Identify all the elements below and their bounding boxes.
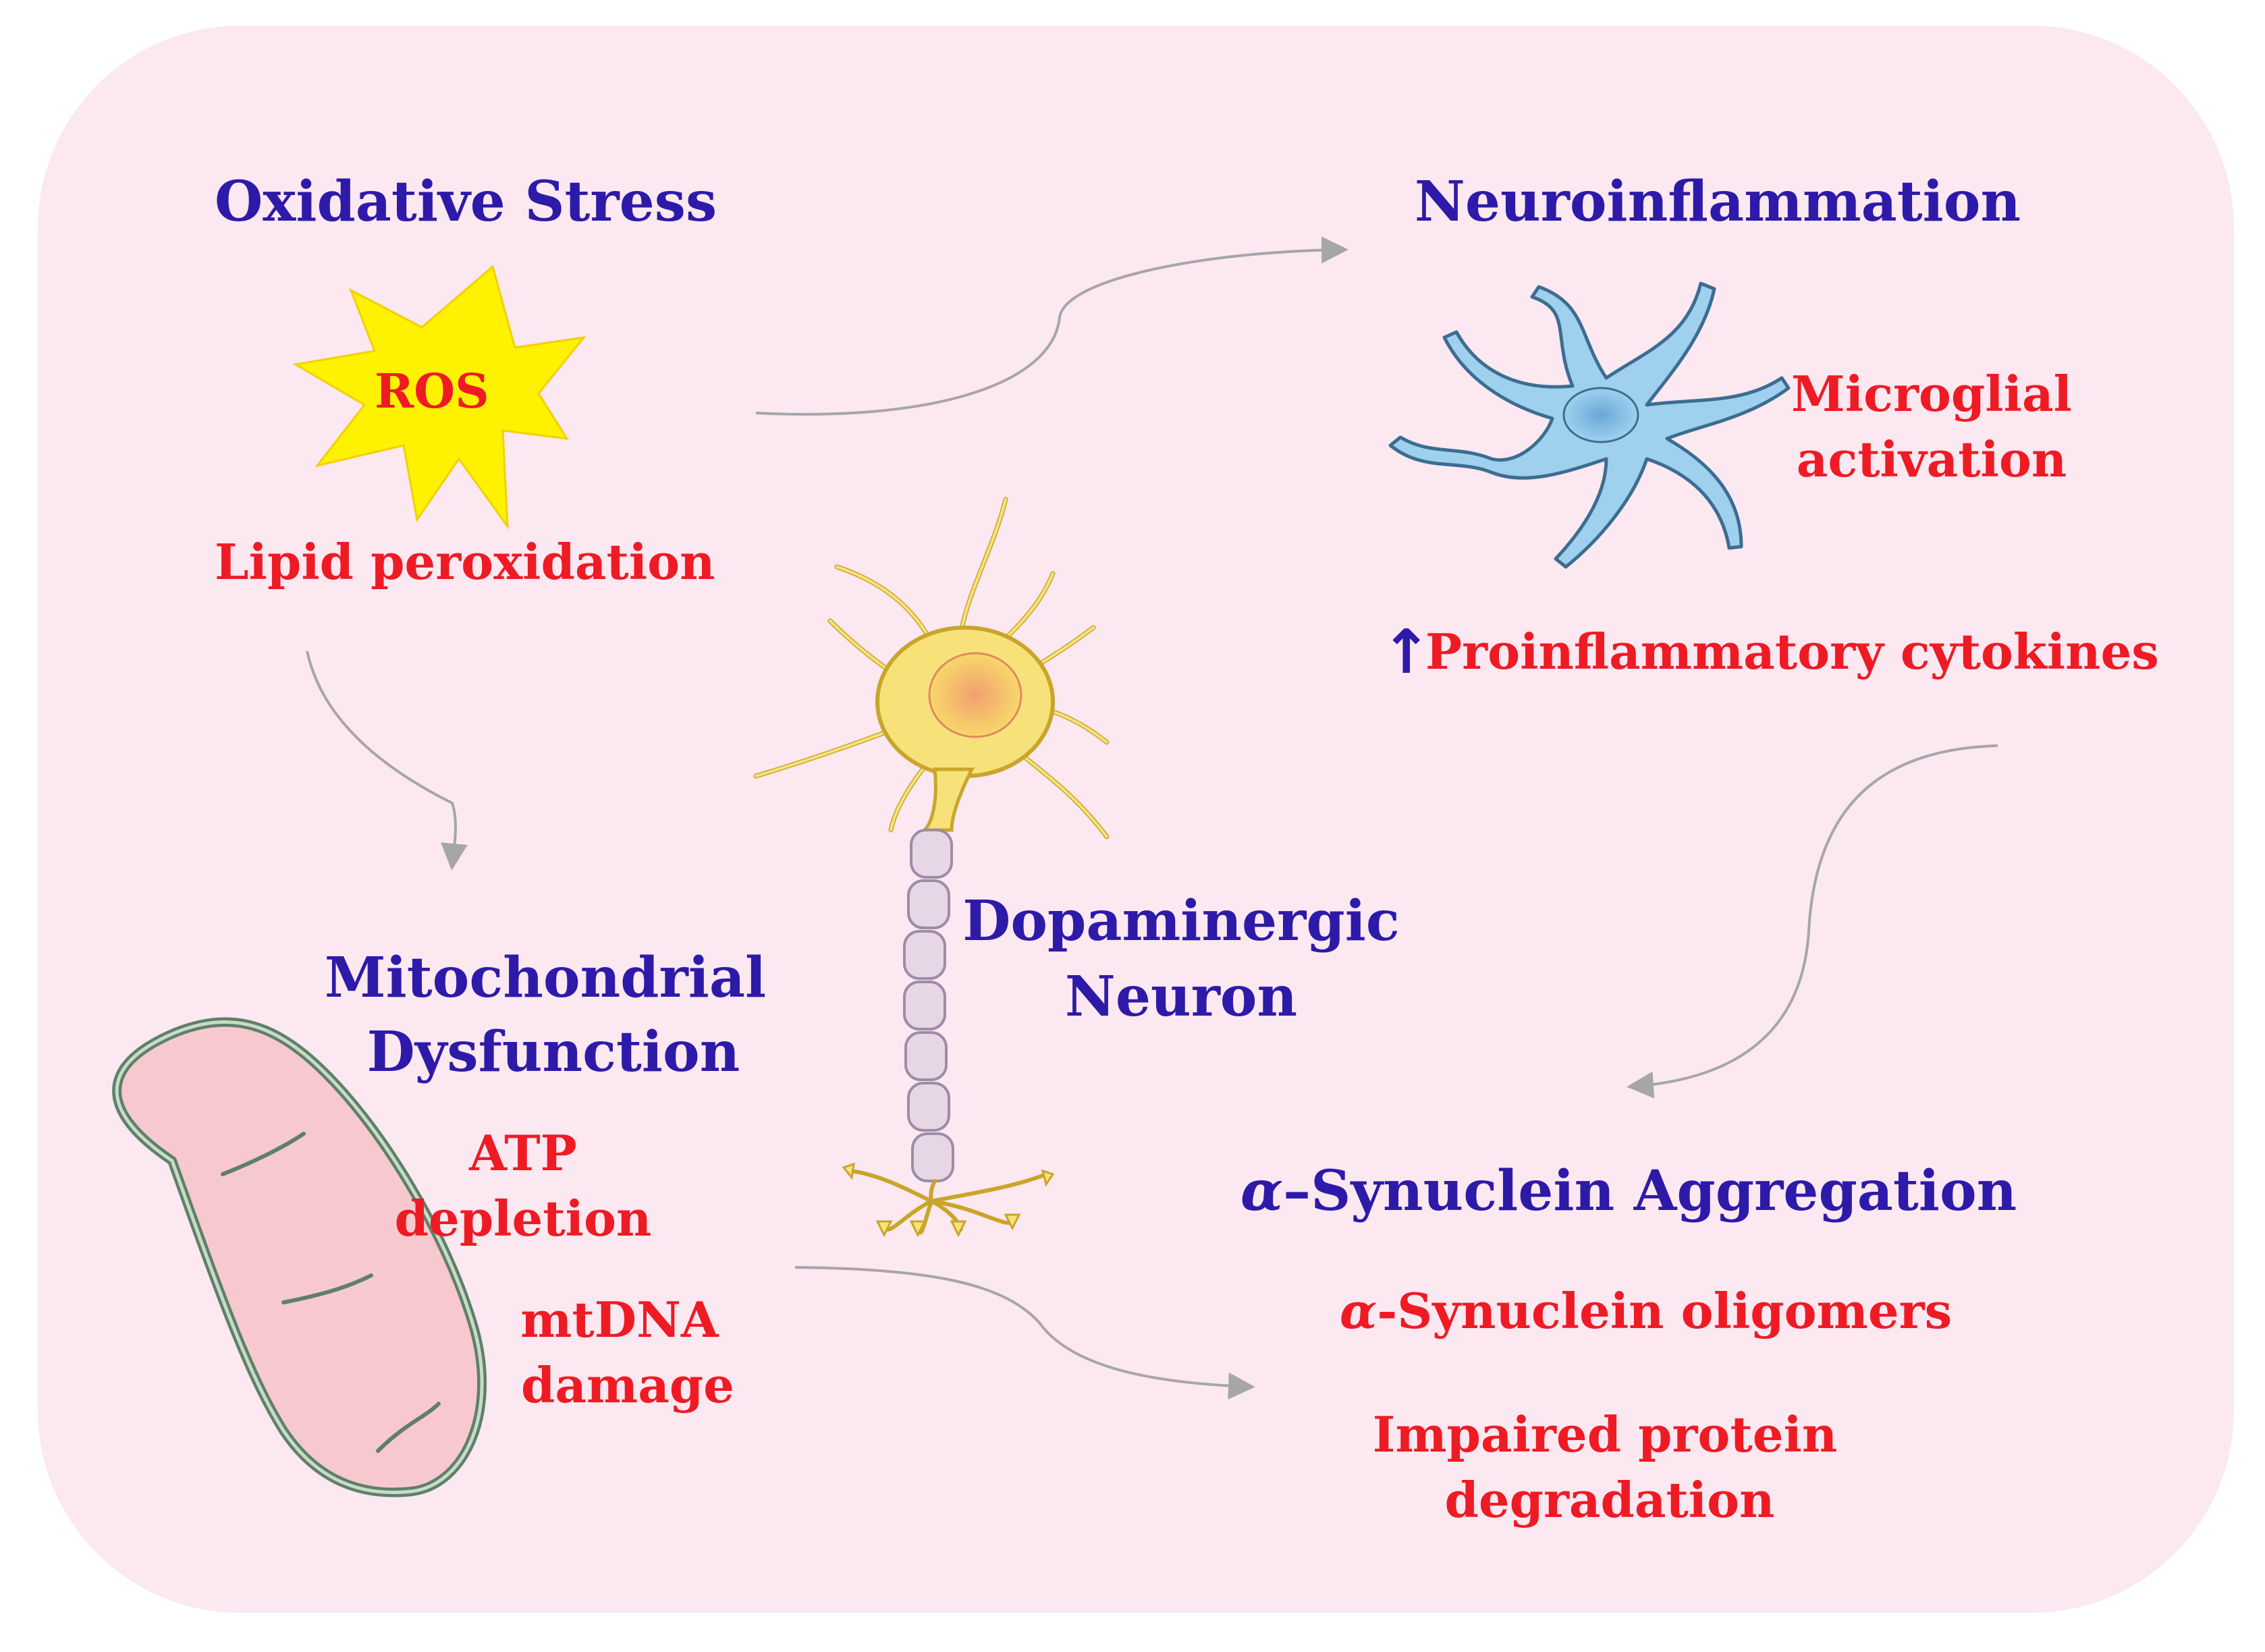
synuclein-oligomers-text: -Synuclein oligomers [1377,1282,1953,1340]
arrow-oxidative-to-mitochondrial [306,651,468,871]
lipid-peroxidation-label: Lipid peroxidation [215,533,715,590]
neuron-nucleus-icon [928,652,1022,738]
synuclein-oligomers-alpha: α [1340,1282,1377,1340]
dopaminergic-neuron-line2: Neuron [1064,964,1298,1029]
neuron-myelin-sheath-icon [903,829,954,1182]
impaired-degradation-line2: degradation [1444,1471,1775,1529]
mtdna-damage-line1: mtDNA [520,1291,719,1348]
arrow-neuroinflammation-to-synuclein [1627,744,1998,1099]
synuclein-oligomers-label: α-Synuclein oligomers [1340,1282,1953,1340]
synuclein-aggregation-alpha: α [1240,1159,1284,1223]
impaired-degradation-line1: Impaired protein [1372,1406,1838,1463]
oxidative-stress-title: Oxidative Stress [215,169,717,234]
dopaminergic-neuron-line1: Dopaminergic [962,889,1400,954]
synuclein-aggregation-text: –Synuclein Aggregation [1283,1159,2017,1223]
mtdna-damage-line2: damage [521,1356,734,1414]
synuclein-aggregation-title: α–Synuclein Aggregation [1240,1159,2017,1223]
atp-depletion-line2: depletion [394,1190,652,1247]
mitochondrial-dysfunction-line1: Mitochondrial [324,945,767,1010]
neuroinflammation-title: Neuroinflammation [1414,169,2021,234]
atp-depletion-line1: ATP [469,1124,577,1182]
proinflammatory-cytokines-label: Proinflammatory cytokines [1425,623,2159,680]
microglial-activation-line1: Microglial [1791,365,2072,422]
arrow-mitochondrial-to-synuclein [794,1266,1255,1400]
mitochondrion-icon [112,1017,487,1497]
arrow-oxidative-to-neuroinflammation [755,236,1348,416]
ros-label: ROS [375,363,489,419]
increase-arrow-icon: ↑ [1381,617,1432,688]
mitochondrial-dysfunction-line2: Dysfunction [366,1020,740,1084]
microglia-nucleus-icon [1562,387,1639,443]
neuron-terminal-buttons-icon [842,1162,1055,1238]
ros-star-icon [292,265,586,530]
neuron-axon-hillock-icon [920,767,975,832]
microglial-activation-line2: activation [1796,431,2067,488]
